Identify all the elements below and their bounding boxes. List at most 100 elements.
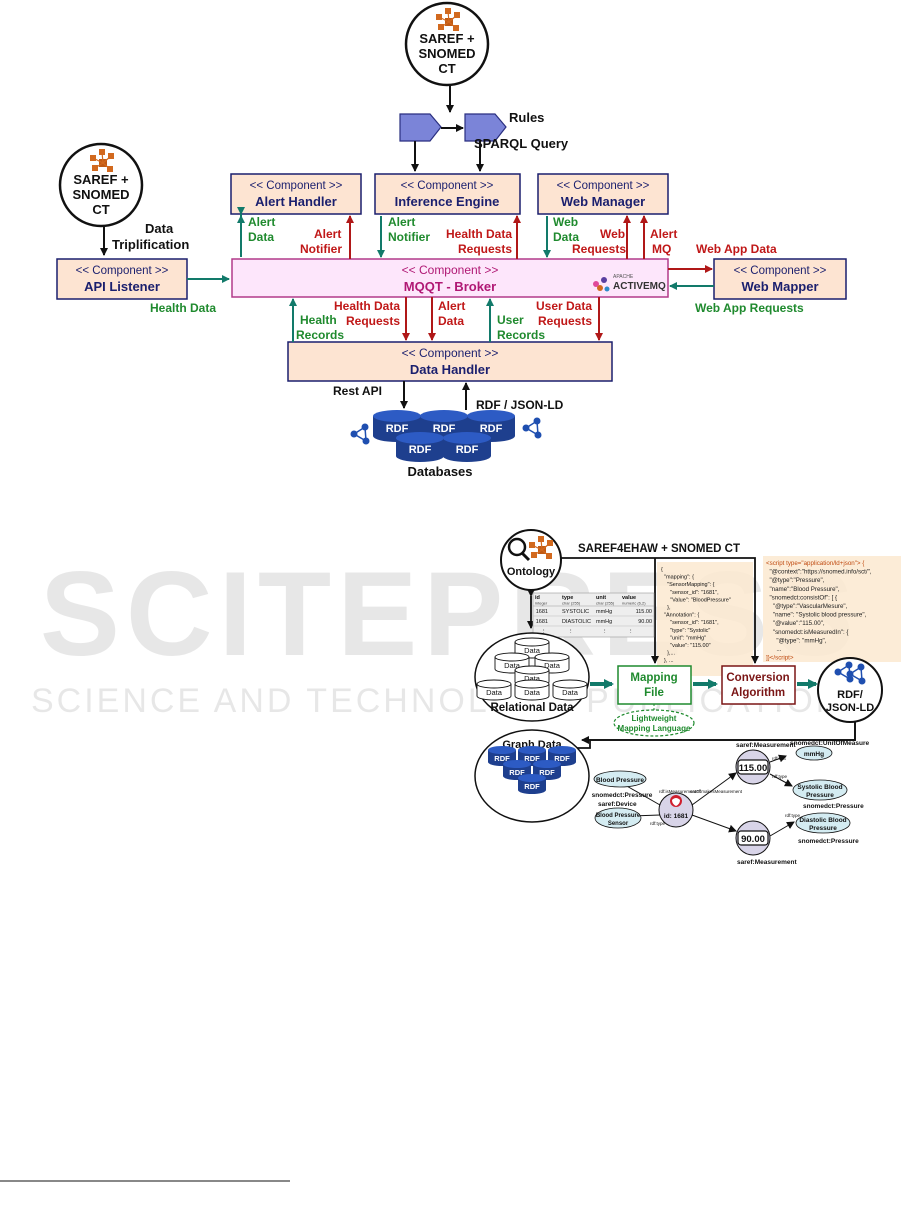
health-records-label-1: Health [300,313,337,327]
top-ontology-circle: SAREF + SNOMED CT [404,1,490,87]
graph-cylinder-label: RDF [539,768,555,777]
table-header: type [562,595,573,601]
mapping-json-line: "type": "Systolic" [661,628,710,634]
jsonld-line: ]}</script> [766,655,794,662]
broker-stereotype: << Component >> [402,263,499,277]
db-cylinder: RDF [396,432,444,462]
data-cylinder-label: Data [544,661,561,670]
relational-data-label: Relational Data [490,702,574,714]
magnifier-icon [507,537,531,562]
left-ontology-line2: SNOMED [72,187,129,202]
lightweight-label-2: Mapping Language [618,724,691,733]
mapping-json-line: "Annotation": { [661,613,699,619]
activemq-apache: APACHE [613,274,634,280]
graph-id: id: 1681 [664,813,689,820]
mapping-json-panel [657,562,753,676]
top-ontology-line2: SNOMED [418,46,475,61]
graph-saref-device: saref:Device [598,801,637,808]
mapping-json-line: "value": "115.00" [661,643,711,649]
alert-data-label-2: Data [248,230,274,244]
graph-snomed-pressure: snomedct:Pressure [592,792,653,799]
data-cylinder-label: Data [504,661,521,670]
jsonld-line: "snomedct:isMeasuredIn": { [766,629,848,636]
health-data-requests-label-1: Health Data [446,227,512,241]
data-cylinder: Data [476,679,512,701]
table-cell: 1681 [536,609,548,615]
db-rdf-label: RDF [433,423,456,435]
graph-bp-sensor-1: Blood Pressure [596,813,641,819]
web-mapper-component: << Component >> Web Mapper [713,258,847,300]
graph-data-label: Graph Data [502,739,562,751]
data-cylinder: Data [552,679,588,701]
mapping-json-line: "unit": "mmHg" [661,635,706,641]
alert-handler-title: Alert Handler [255,194,337,209]
left-ontology-line1: SAREF + [73,172,129,187]
mapping-json-line: "sensor_id": "1681", [661,620,719,626]
table-cell: ⋮ [602,629,608,635]
graph-cylinder-label: RDF [524,782,540,791]
dh-alert-data-label-1: Alert [438,299,465,313]
saref4ehaw-label: SAREF4EHAW + SNOMED CT [578,543,740,555]
rdf-graph-icon [521,416,543,440]
table-header-type: integer [535,601,548,606]
mapping-json-text: { "mapping": { "SensorMapping": { "senso… [661,567,731,672]
table-header: id [535,595,540,601]
web-manager-stereotype: << Component >> [557,180,650,192]
mapping-json-line: }, [661,605,671,611]
mapping-json-line: },... [661,651,676,657]
top-ontology-line1: SAREF + [419,31,475,46]
jsonld-panel [763,556,901,662]
conversion-label-2: Algorithm [731,687,785,699]
heart-icon [670,795,682,807]
table-cell: DIASTOLIC [562,619,591,625]
graph-snomed-pressure-3: snomedct:Pressure [798,838,859,845]
jsonld-line: "@type":"VascularMesure", [766,603,848,610]
top-ontology-line3: CT [438,61,455,76]
data-cylinder-label: Data [486,688,503,697]
graph-value-2: 90.00 [741,834,765,845]
rdf-databases: RDF RDF RDF RDF RDF Databases [349,410,543,479]
graph-cylinder-label: RDF [509,768,525,777]
databases-label: Databases [407,464,472,479]
inference-engine-title: Inference Engine [395,194,500,209]
data-triplification-label-2: Triplification [112,237,189,252]
mqqt-broker-component: << Component >> MQQT - Broker APACHE ACT… [231,258,669,298]
api-listener-component: << Component >> API Listener [56,258,188,300]
conversion-label-1: Conversion [726,672,789,684]
rules-shape [399,113,442,142]
mapping-json-line: "Value": "BloodPressure" [661,597,731,603]
db-rdf-label: RDF [409,444,432,456]
dh-alert-data-label-2: Data [438,314,464,328]
graph-systolic-1: Systolic Blood [797,784,842,791]
data-handler-component: << Component >> Data Handler [287,341,613,382]
table-header: value [622,595,636,601]
wm-alert-label-1: Alert [650,227,677,241]
health-records-label-2: Records [296,328,344,342]
jsonld-line: "@type": "mmHg", [766,637,827,644]
bottom-ontology-label: Ontology [507,566,556,578]
web-data-label-2: Data [553,230,579,244]
data-cylinder-label: Data [524,646,541,655]
graph-diastolic-2: Pressure [809,825,837,832]
left-ontology-line3: CT [92,202,109,217]
web-requests-label-1: Web [600,227,625,241]
graph-rdf-type-2: rdf:type [772,774,788,779]
health-data-requests-label-2: Requests [458,242,512,256]
dh-health-data-requests-label-2: Requests [346,314,400,328]
rdf-jsonld-label-2: JSON-LD [826,702,874,714]
activemq-logo: APACHE ACTIVEMQ [593,274,666,292]
jsonld-line: "name":"Blood Pressure", [766,586,840,593]
table-cell: 90.00 [638,619,652,625]
table-cell: ⋮ [628,629,634,635]
user-data-requests-label-2: Requests [538,314,592,328]
broker-title: MQQT - Broker [404,279,496,294]
graph-unit-of-measure: snomedct:UnitOfMeasure [790,740,869,747]
api-listener-title: API Listener [84,279,160,294]
activemq-name: ACTIVEMQ [613,281,666,292]
graph-bp-sensor-2: Sensor [608,821,629,827]
alert-handler-stereotype: << Component >> [250,180,343,192]
graph-mmhg: mmHg [804,751,824,758]
